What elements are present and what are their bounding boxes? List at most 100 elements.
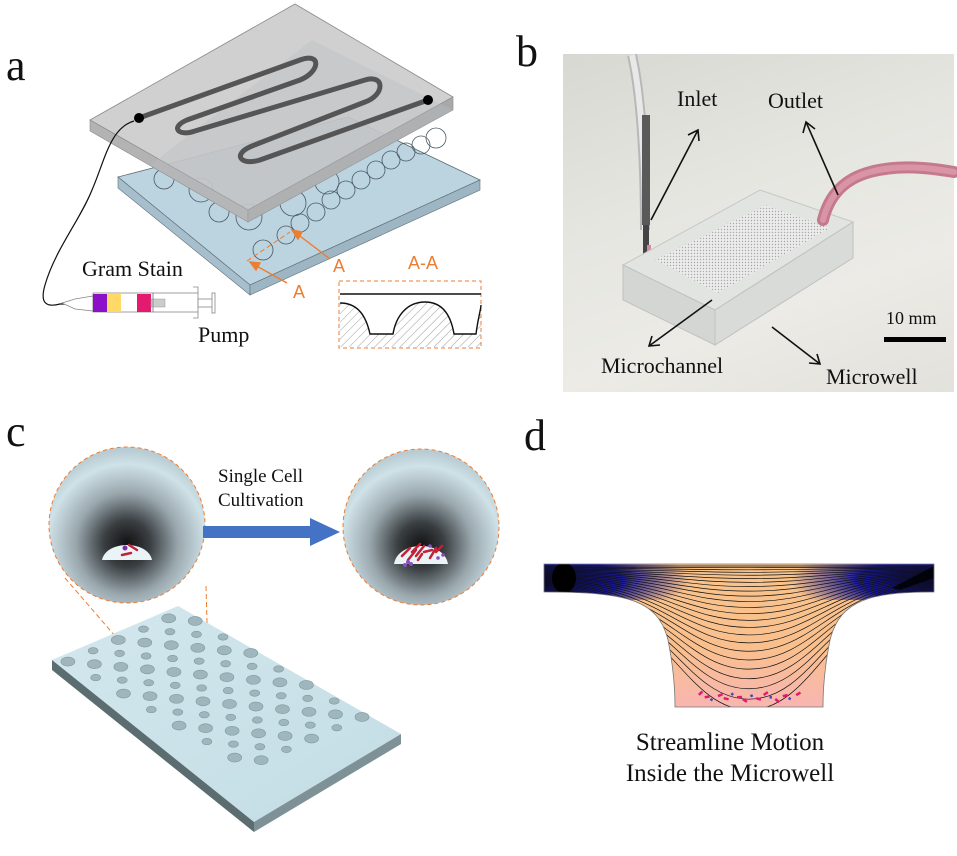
plate-well (272, 677, 288, 688)
plate-well (354, 712, 370, 722)
streamline (544, 580, 934, 628)
plate-well (328, 709, 343, 720)
cell (723, 697, 729, 701)
streamline (544, 578, 934, 615)
plate-well (278, 719, 290, 727)
plate-well (111, 635, 126, 645)
plate-well (193, 657, 205, 665)
outlet-port (423, 95, 433, 105)
streamline (544, 571, 934, 583)
plate-well (273, 665, 284, 673)
cell (769, 696, 772, 699)
stain-yellow (107, 294, 121, 312)
cell (763, 691, 769, 697)
plate-well (248, 701, 264, 712)
streamline (544, 566, 934, 569)
scale-bar-label: 10 mm (886, 308, 937, 328)
microwell-outline (543, 563, 935, 708)
cell (795, 691, 802, 697)
caption-line2: Inside the Microwell (625, 760, 835, 787)
plate-well (196, 684, 207, 692)
cultivation-label-line2: Cultivation (218, 490, 304, 511)
tubing (42, 120, 135, 306)
inlet-label: Inlet (677, 86, 718, 111)
plate-well (87, 659, 102, 669)
cell (717, 692, 724, 698)
plate-well (138, 625, 149, 633)
microwell-plate-3d (52, 606, 401, 832)
plate-well (90, 674, 101, 682)
streamline (544, 575, 934, 597)
streamline (544, 567, 934, 571)
panel-a-device-diagram (42, 3, 482, 349)
plate-well (191, 630, 202, 638)
microwell-array (655, 205, 830, 293)
stain-pink (137, 294, 151, 312)
plate-well (217, 633, 229, 641)
section-marker-lower: A (293, 282, 306, 302)
cell (788, 697, 792, 701)
plate-well (246, 662, 258, 670)
section-marker-upper: A (333, 256, 346, 276)
plate-well (169, 681, 181, 689)
cell (774, 698, 780, 704)
cell (750, 694, 754, 698)
plate-well (137, 637, 153, 648)
plate-well (199, 711, 210, 719)
pump-label: Pump (198, 322, 250, 347)
cell (709, 698, 714, 702)
plate-wells (60, 613, 370, 765)
plate-well (143, 679, 154, 687)
cells-in-well (698, 690, 802, 704)
plate-well (328, 697, 340, 705)
device-photo-overlay (621, 53, 957, 365)
plate-well (171, 720, 187, 731)
plate-well (60, 656, 76, 667)
plate-well (217, 645, 232, 656)
streamline (544, 573, 934, 592)
plate-well (222, 699, 237, 709)
plate-well (253, 755, 269, 765)
caption-line1: Streamline Motion (635, 729, 825, 756)
plate-well (116, 688, 131, 699)
well-before-cultivation (48, 446, 206, 604)
plate-well (187, 616, 203, 626)
serpentine-channel (136, 55, 431, 164)
plate-well (281, 745, 292, 753)
outlet-label: Outlet (768, 88, 823, 113)
plate-well (167, 655, 178, 663)
streamline (544, 572, 934, 587)
section-arrows (246, 228, 331, 284)
plate-well (195, 696, 211, 707)
plate-well (193, 669, 208, 680)
inlet-port (134, 113, 144, 123)
plate-well (114, 649, 125, 657)
plate-well (198, 723, 213, 733)
streamline-caption: Streamline Motion Inside the Microwell (600, 727, 860, 789)
plate-well (140, 664, 155, 675)
panel-b-label: b (516, 27, 538, 76)
plate-well (277, 731, 293, 741)
plate-well (299, 680, 314, 690)
plate-well (113, 661, 129, 672)
plate-well (164, 628, 176, 636)
plate-well (243, 648, 259, 658)
stain-purple (93, 294, 107, 312)
plate-well (304, 733, 319, 744)
cell (742, 698, 748, 703)
plate-well (304, 721, 316, 729)
scale-bar (884, 337, 946, 342)
cultivation-arrow (203, 518, 340, 546)
panel-c-cultivation-diagram (48, 446, 500, 832)
well-after-cultivation (342, 448, 500, 606)
section-view-a-a (338, 280, 482, 349)
plate-well (331, 724, 343, 732)
microwell-label: Microwell (826, 364, 918, 389)
plate-well (249, 689, 260, 697)
plate-well (275, 692, 287, 700)
cell (704, 695, 710, 699)
plate-well (172, 708, 184, 716)
plate-well (225, 713, 237, 721)
plate-well (275, 704, 290, 714)
plate-well (219, 672, 235, 682)
